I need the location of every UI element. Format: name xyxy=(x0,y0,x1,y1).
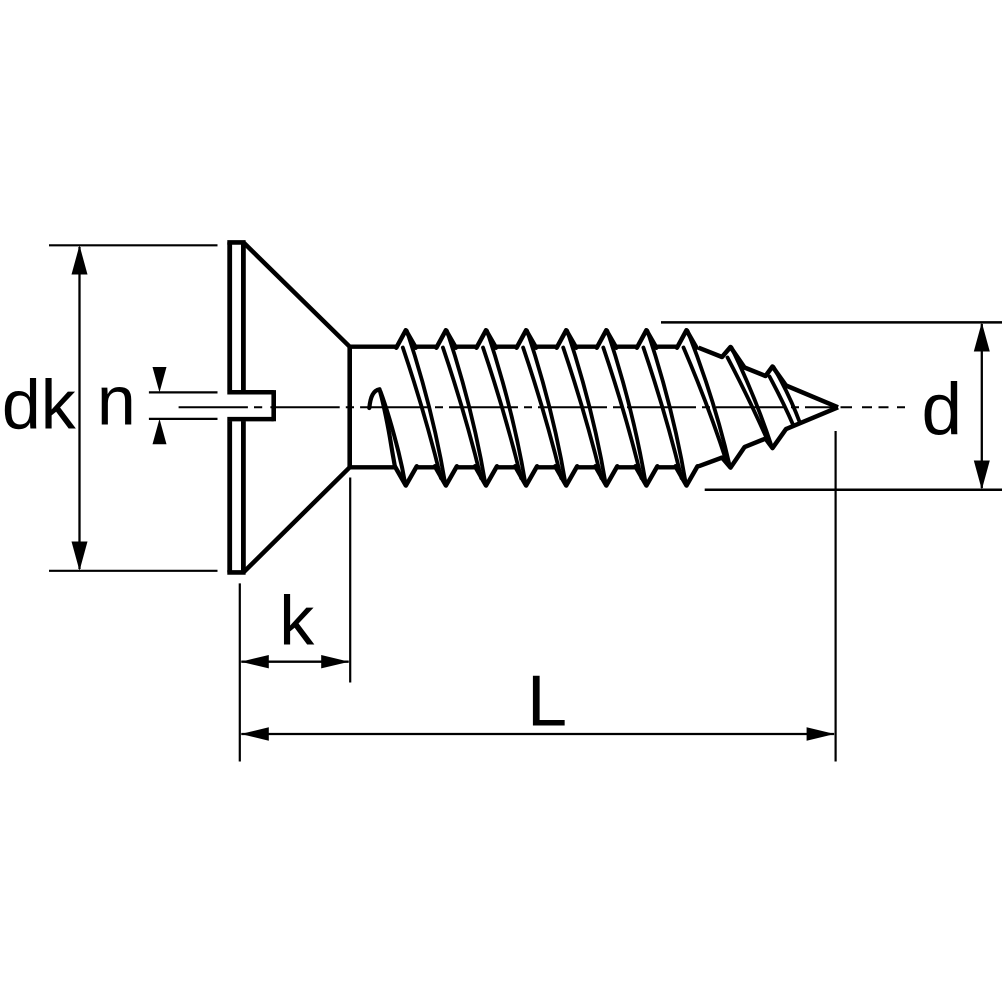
svg-text:dk: dk xyxy=(2,366,77,444)
svg-text:L: L xyxy=(527,662,567,742)
svg-text:k: k xyxy=(279,582,315,660)
svg-text:d: d xyxy=(921,369,962,450)
svg-text:n: n xyxy=(97,362,136,440)
